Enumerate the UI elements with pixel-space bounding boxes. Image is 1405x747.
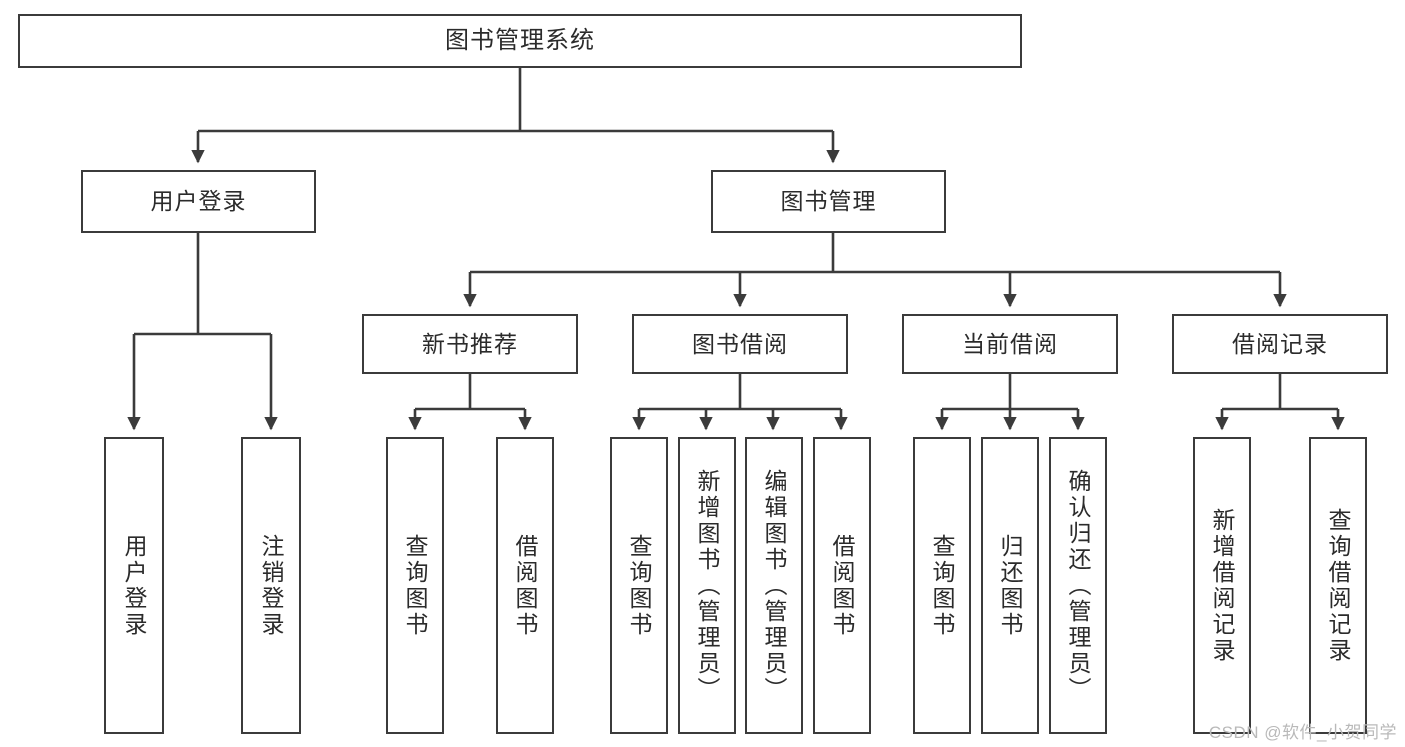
node-leaf-query-book-3-label: 查询图书 xyxy=(929,533,956,638)
node-leaf-query-book-3[interactable]: 查询图书 xyxy=(913,437,971,734)
watermark-text: CSDN @软件_小贺同学 xyxy=(1208,723,1397,742)
edge-group-new-book-recommend xyxy=(408,374,532,431)
node-borrow-record[interactable]: 借阅记录 xyxy=(1172,314,1388,374)
node-leaf-query-record[interactable]: 查询借阅记录 xyxy=(1309,437,1367,734)
node-user-login[interactable]: 用户登录 xyxy=(81,170,316,233)
edge-group-root xyxy=(191,68,840,164)
node-leaf-query-book-2[interactable]: 查询图书 xyxy=(610,437,668,734)
node-borrow-record-label: 借阅记录 xyxy=(1232,330,1328,357)
node-leaf-add-book[interactable]: 新增图书（管理员） xyxy=(678,437,736,734)
node-book-management-label: 图书管理 xyxy=(780,188,877,215)
node-leaf-user-login[interactable]: 用户登录 xyxy=(104,437,164,734)
node-leaf-user-login-label: 用户登录 xyxy=(121,533,148,638)
node-leaf-add-record-label: 新增借阅记录 xyxy=(1209,507,1236,664)
node-leaf-borrow-book-1[interactable]: 借阅图书 xyxy=(496,437,554,734)
edge-group-current-borrow xyxy=(935,374,1085,431)
node-leaf-confirm-return[interactable]: 确认归还（管理员） xyxy=(1049,437,1107,734)
node-leaf-return-book[interactable]: 归还图书 xyxy=(981,437,1039,734)
node-current-borrow-label: 当前借阅 xyxy=(962,330,1058,357)
node-leaf-borrow-book-1-label: 借阅图书 xyxy=(512,533,539,638)
node-leaf-query-book-2-label: 查询图书 xyxy=(626,533,653,638)
node-leaf-query-record-label: 查询借阅记录 xyxy=(1325,507,1352,664)
node-book-borrow[interactable]: 图书借阅 xyxy=(632,314,848,374)
node-leaf-borrow-book-2[interactable]: 借阅图书 xyxy=(813,437,871,734)
node-book-management[interactable]: 图书管理 xyxy=(711,170,946,233)
node-new-book-recommend-label: 新书推荐 xyxy=(422,330,518,357)
edge-group-book-borrow xyxy=(632,374,848,431)
node-leaf-query-book-1[interactable]: 查询图书 xyxy=(386,437,444,734)
node-leaf-confirm-return-label: 确认归还（管理员） xyxy=(1065,468,1092,703)
node-leaf-edit-book-label: 编辑图书（管理员） xyxy=(761,468,788,703)
node-leaf-query-book-1-label: 查询图书 xyxy=(402,533,429,638)
node-user-login-label: 用户登录 xyxy=(150,188,247,215)
node-book-borrow-label: 图书借阅 xyxy=(692,330,788,357)
node-leaf-logout-login[interactable]: 注销登录 xyxy=(241,437,301,734)
node-root[interactable]: 图书管理系统 xyxy=(18,14,1022,68)
node-leaf-add-book-label: 新增图书（管理员） xyxy=(694,468,721,703)
node-leaf-add-record[interactable]: 新增借阅记录 xyxy=(1193,437,1251,734)
node-new-book-recommend[interactable]: 新书推荐 xyxy=(362,314,578,374)
node-root-label: 图书管理系统 xyxy=(445,27,595,55)
node-leaf-logout-login-label: 注销登录 xyxy=(258,533,285,638)
node-leaf-return-book-label: 归还图书 xyxy=(997,533,1024,638)
node-current-borrow[interactable]: 当前借阅 xyxy=(902,314,1118,374)
edge-group-user-login xyxy=(127,233,278,431)
edge-group-book-management xyxy=(463,233,1287,308)
node-leaf-borrow-book-2-label: 借阅图书 xyxy=(829,533,856,638)
edge-group-borrow-record xyxy=(1215,374,1345,431)
node-leaf-edit-book[interactable]: 编辑图书（管理员） xyxy=(745,437,803,734)
